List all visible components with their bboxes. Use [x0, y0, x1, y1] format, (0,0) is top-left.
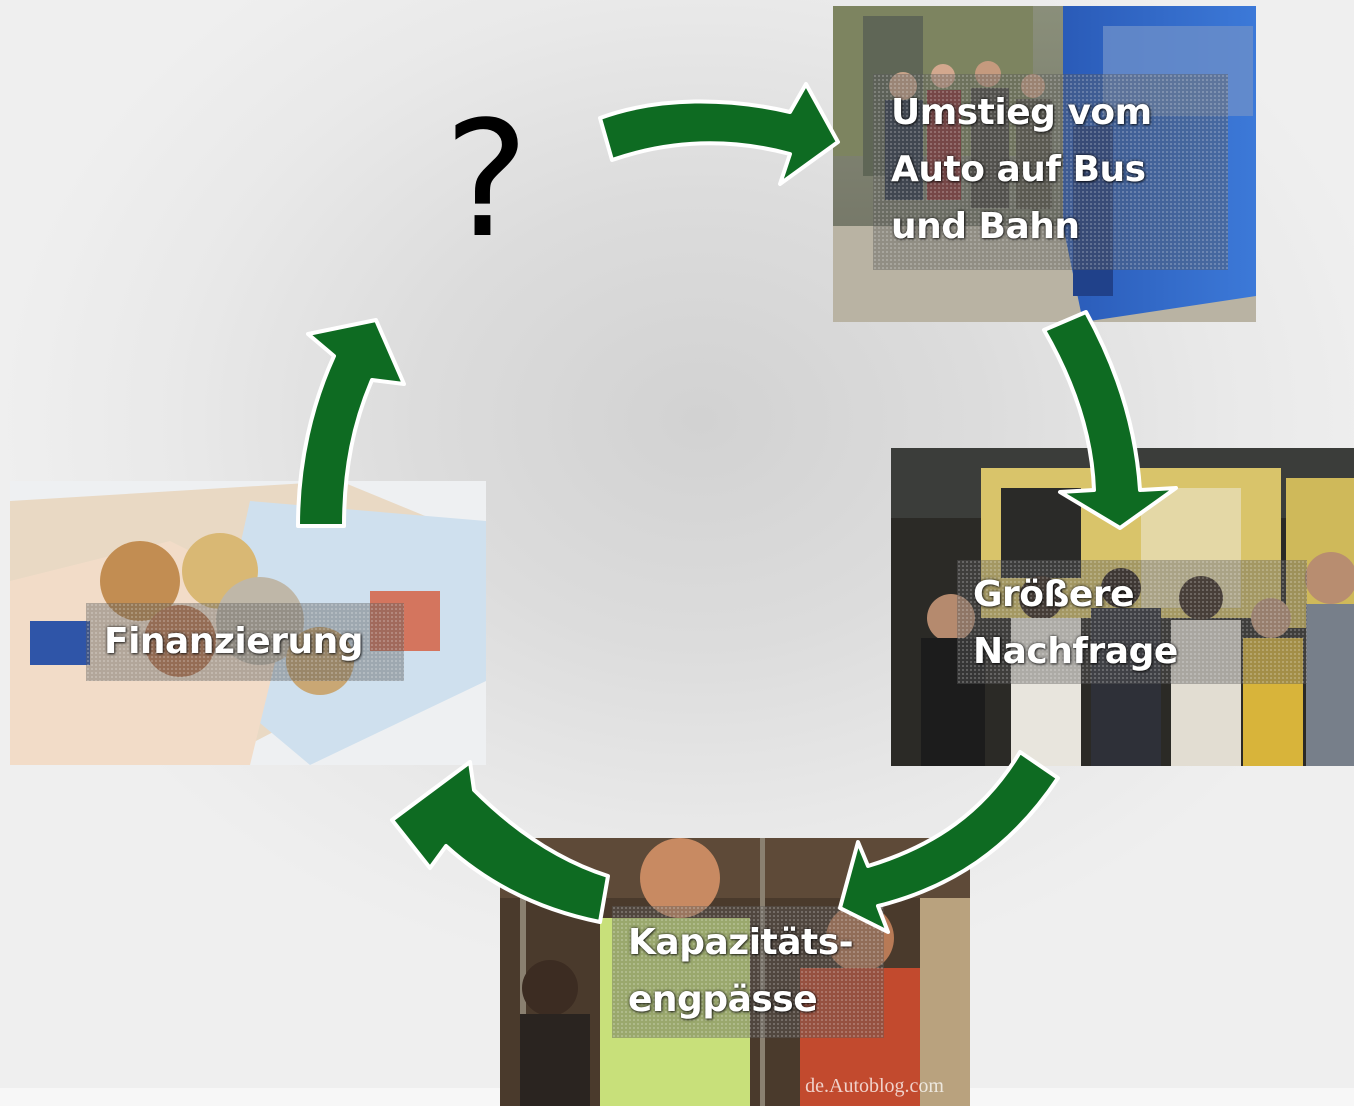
arrow-to-question	[296, 318, 406, 528]
arrow-to-nachfrage	[1042, 310, 1178, 530]
label-box	[612, 906, 884, 1038]
bus-stop-photo: Umstieg vom Auto auf Bus und Bahn	[833, 6, 1256, 322]
label-box	[957, 560, 1307, 684]
node-label-finanzierung: Finanzierung	[104, 621, 363, 662]
arrow-to-umstieg	[598, 82, 840, 186]
euro-money-photo: Finanzierung	[10, 481, 486, 765]
label-box	[873, 74, 1228, 270]
node-label-kapazitaet: Kapazitäts- engpässe	[628, 922, 854, 1020]
crowded-bus-interior-photo: Kapazitäts- engpässe de.Autoblog.com	[500, 838, 970, 1106]
question-mark: ?	[444, 86, 529, 273]
label-box	[86, 603, 404, 681]
photo-watermark: de.Autoblog.com	[805, 1075, 944, 1097]
node-label-nachfrage: Größere Nachfrage	[973, 574, 1178, 672]
arrow-to-finanzierung	[390, 760, 610, 924]
arrow-to-kapazitaet	[838, 750, 1060, 934]
node-label-umstieg: Umstieg vom Auto auf Bus und Bahn	[891, 92, 1152, 247]
